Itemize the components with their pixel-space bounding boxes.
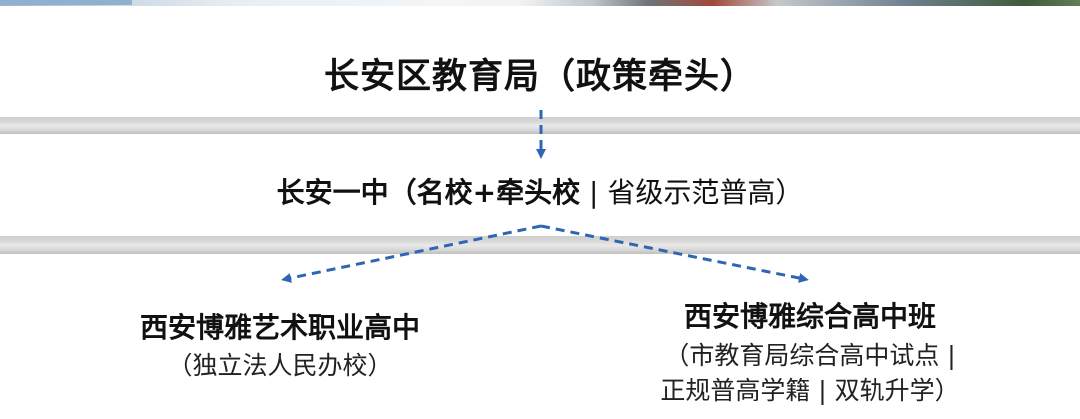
node-changan-no1-middle-school: 长安一中（名校+牵头校 | 省级示范普高） [0,171,1080,211]
node-boya-art-vocational-title: 西安博雅艺术职业高中 [139,311,420,344]
separator-band-lower [0,236,1080,254]
node-boya-comprehensive-note-line2: 正规普高学籍 | 双轨升学） [660,376,960,405]
header-photo-strip [0,0,1080,6]
node-boya-art-vocational-note: （独立法人民办校） [167,351,393,380]
node-boya-comprehensive-title: 西安博雅综合高中班 [683,300,936,333]
arrow-no1-to-art-vocational [281,224,542,283]
header-tag [0,0,132,5]
arrow-no1-to-comprehensive [540,224,809,283]
node-middle-light-text: | 省级示范普高） [580,176,804,209]
node-middle-bold-text: 长安一中（名校+牵头校 [276,176,581,209]
node-boya-comprehensive-note-line1: （市教育局综合高中试点 | [664,341,956,370]
node-education-bureau: 长安区教育局（政策牵头） [323,57,756,97]
